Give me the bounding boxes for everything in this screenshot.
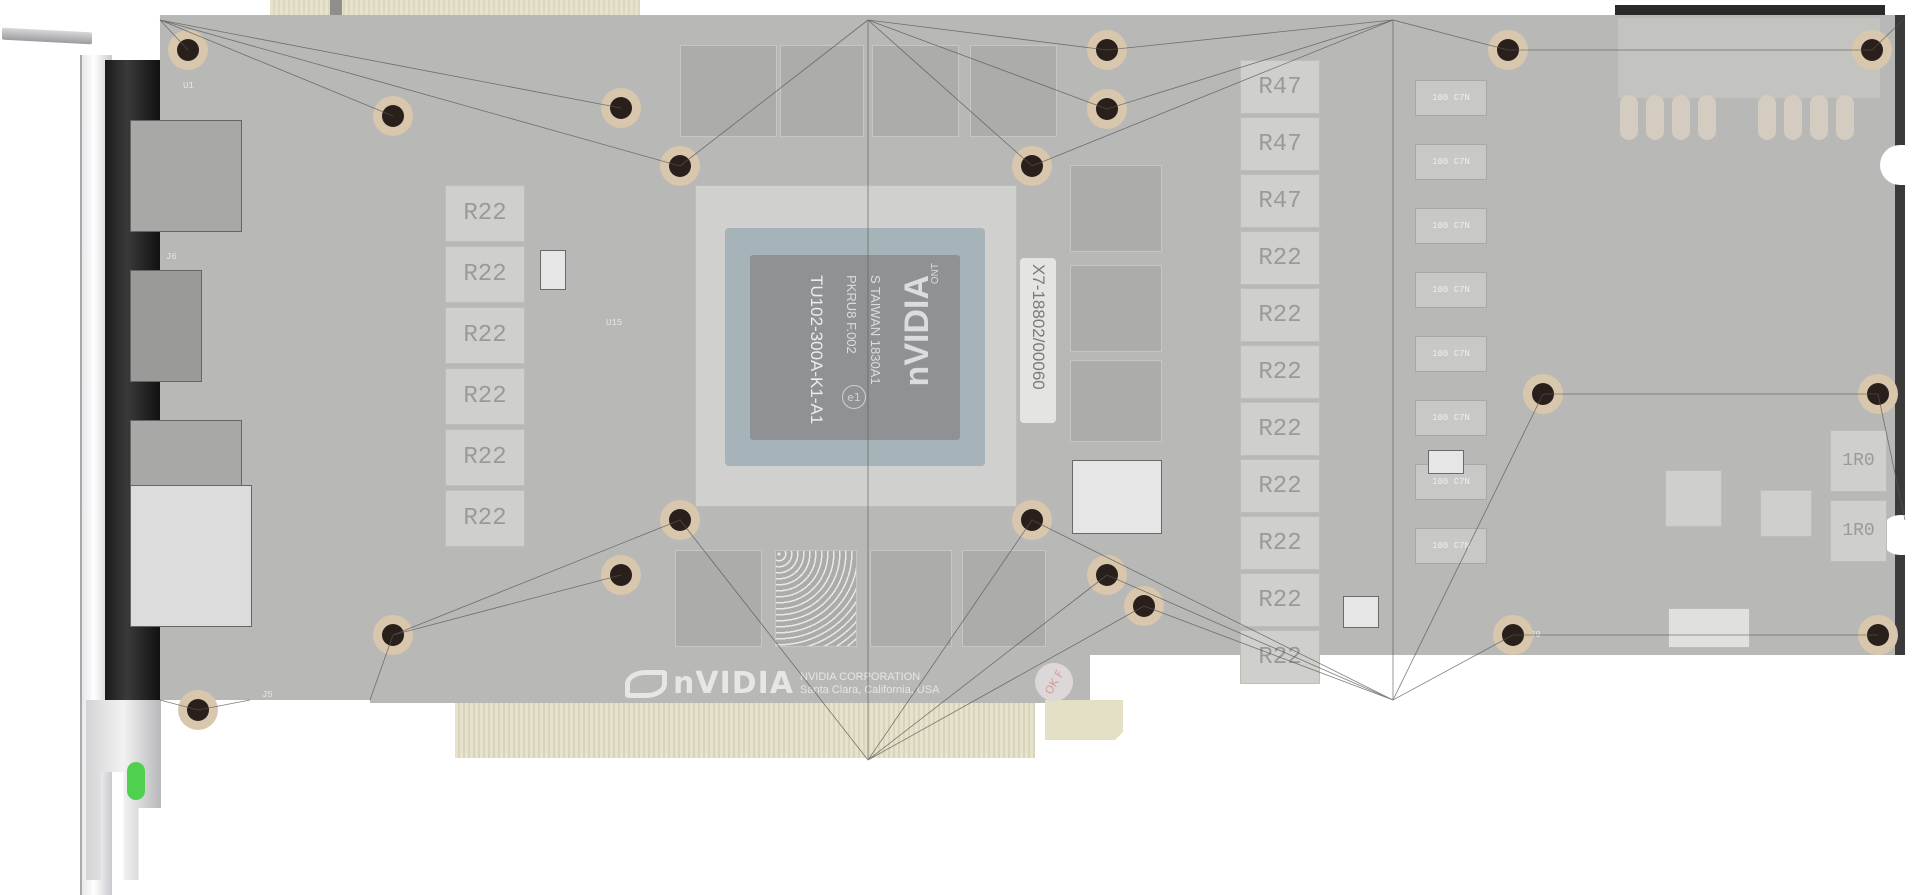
memory-chip-right-2	[1070, 265, 1162, 352]
mounting-hole	[1858, 374, 1898, 414]
mounting-hole	[178, 690, 218, 730]
nvidia-corp-text: NVIDIA CORPORATION Santa Clara, Californ…	[800, 670, 940, 696]
pcie-retention-key	[1045, 700, 1123, 740]
serial-label: X7-18802/00060	[1020, 258, 1056, 423]
inductor: R22	[445, 246, 525, 303]
inductor: R22	[445, 307, 525, 364]
mounting-hole	[1124, 586, 1164, 626]
gpu-small-mark: ONT	[930, 263, 941, 285]
capacitor-column: 100 C7N 100 C7N 100 C7N 100 C7N 100 C7N …	[1415, 80, 1487, 564]
capacitor: 100 C7N	[1415, 400, 1487, 436]
gpu-line-1: S TAIWAN 1830A1	[868, 275, 883, 385]
mounting-hole	[1852, 30, 1892, 70]
mounting-hole	[1012, 500, 1052, 540]
capacitor: 100 C7N	[1415, 144, 1487, 180]
inductor-column-left: R22 R22 R22 R22 R22 R22	[445, 185, 525, 547]
bracket-green-sticker	[127, 762, 145, 800]
memory-chip-top-2	[780, 45, 864, 137]
mounting-hole	[1488, 30, 1528, 70]
mounting-hole	[660, 146, 700, 186]
memory-chip-bottom-4	[962, 550, 1046, 647]
capacitor: 100 C7N	[1415, 208, 1487, 244]
gpu-die: nVIDIA ONT S TAIWAN 1830A1 PKRU8 F.002 T…	[750, 255, 960, 440]
inductor: R22	[1240, 459, 1320, 513]
serial-text: X7-18802/00060	[1029, 264, 1048, 390]
inductor: R22	[445, 185, 525, 242]
white-pad-left	[540, 250, 566, 290]
nvidia-eye-icon	[625, 669, 667, 698]
inductor: R22	[1240, 345, 1320, 399]
capacitor: 100 C7N	[1415, 336, 1487, 372]
memory-chip-bottom-1	[675, 550, 762, 647]
memory-chip-top-4	[970, 45, 1057, 137]
mounting-hole	[1012, 146, 1052, 186]
silk-label: U1	[183, 81, 194, 91]
bracket-fork	[86, 700, 161, 880]
hdmi-connector	[130, 270, 202, 382]
inductor: R22	[445, 429, 525, 486]
capacitor: 100 C7N	[1415, 528, 1487, 564]
inductor: R47	[1240, 174, 1320, 228]
inductor: R47	[1240, 60, 1320, 114]
mounting-hole	[1087, 89, 1127, 129]
mounting-hole	[1493, 615, 1533, 655]
nvidia-wordmark: nVIDIA	[673, 666, 795, 701]
pcb-right-edge	[1895, 15, 1905, 655]
inductor-1r0-a: 1R0	[1830, 430, 1887, 492]
mounting-hole	[1087, 555, 1127, 595]
mounting-hole	[1087, 30, 1127, 70]
gpu-line-2: PKRU8 F.002	[844, 275, 859, 354]
capacitor: 100 C7N	[1415, 80, 1487, 116]
mounting-hole	[1523, 374, 1563, 414]
inductor-square-2	[1760, 490, 1812, 537]
inductor: R22	[1240, 288, 1320, 342]
inductor: R22	[1240, 630, 1320, 684]
power-connector-pins	[1620, 95, 1854, 140]
silk-label: J6	[166, 252, 177, 262]
usb-c-connector	[130, 485, 252, 627]
inductor: R22	[1240, 516, 1320, 570]
inductor: R22	[445, 490, 525, 547]
mounting-hole	[168, 30, 208, 70]
nvidia-logo: nVIDIA NVIDIA CORPORATION Santa Clara, C…	[625, 666, 939, 701]
inductor: R47	[1240, 117, 1320, 171]
inductor-column-right: R47 R47 R47 R22 R22 R22 R22 R22 R22 R22 …	[1240, 60, 1320, 684]
white-pad-bottom	[1343, 596, 1379, 628]
inductor: R22	[1240, 231, 1320, 285]
inductor: R22	[445, 368, 525, 425]
gpu-e1-mark: e1	[842, 385, 866, 409]
mounting-hole	[601, 88, 641, 128]
memory-footprint-empty	[775, 550, 857, 647]
mounting-hole	[1858, 615, 1898, 655]
memory-chip-top-3	[872, 45, 959, 137]
gpu-brand-text: nVIDIA	[898, 275, 936, 387]
white-pad-center	[1072, 460, 1162, 534]
pcb-notch-upper	[1880, 145, 1910, 185]
mounting-hole	[660, 500, 700, 540]
silk-label: U15	[606, 318, 623, 328]
silk-label: J5	[262, 690, 273, 700]
inductor: R22	[1240, 402, 1320, 456]
inductor: R22	[1240, 573, 1320, 627]
capacitor: 100 C7N	[1415, 272, 1487, 308]
memory-chip-right-3	[1070, 360, 1162, 442]
mounting-hole	[373, 615, 413, 655]
fan-connector-j9	[1668, 608, 1750, 648]
inductor-1r0-b: 1R0	[1830, 500, 1887, 562]
displayport-connector-1	[130, 120, 242, 232]
gpu-model-text: TU102-300A-K1-A1	[807, 275, 826, 425]
pcie-gold-fingers	[455, 703, 1035, 758]
bracket-top-tab	[2, 27, 92, 45]
inductor-square	[1665, 470, 1722, 527]
mounting-hole	[601, 555, 641, 595]
memory-chip-right-1	[1070, 165, 1162, 252]
memory-chip-top-1	[680, 45, 777, 137]
memory-chip-bottom-3	[870, 550, 952, 647]
power-connector-overlay	[1618, 18, 1880, 98]
mounting-hole	[373, 96, 413, 136]
white-pad-right	[1428, 450, 1464, 474]
